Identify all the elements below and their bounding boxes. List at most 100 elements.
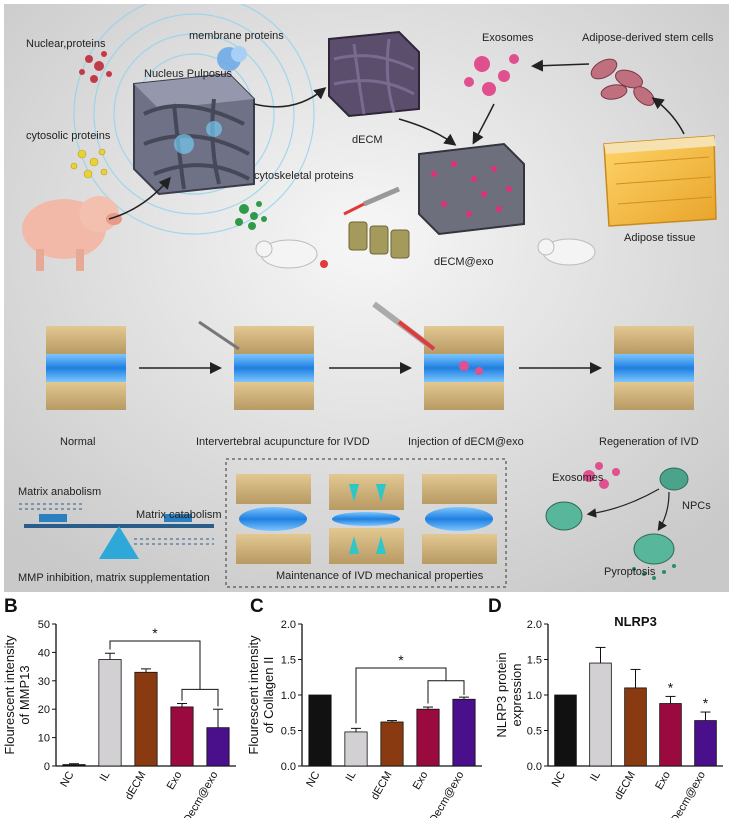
exosomes-top-cluster	[464, 54, 519, 96]
panel-a-illustration	[4, 0, 729, 592]
label-nucleus-pulposus: Nucleus Pulposus	[144, 68, 233, 80]
balance-scale	[19, 503, 214, 559]
bar-il	[589, 662, 612, 767]
label-maintenance: Maintenance of IVD mechanical properties	[276, 570, 484, 582]
significance-bracket	[109, 640, 201, 690]
bar-il	[344, 731, 368, 767]
label-adipose-tissue: Adipose tissue	[624, 232, 696, 244]
cytoskeletal-proteins-cluster	[235, 201, 267, 230]
label-mmp-inhibition: MMP inhibition, matrix supplementation	[18, 572, 210, 584]
y-tick-label: 30	[38, 676, 50, 688]
x-tick-label: Exo	[411, 770, 431, 792]
x-tick-label: Exo	[653, 770, 673, 792]
y-tick-label: 10	[38, 733, 50, 745]
npcs-arrows	[586, 488, 670, 531]
label-pyroptosis: Pyroptosis	[604, 566, 656, 578]
significance-mark: *	[668, 679, 674, 695]
y-tick-label: 1.5	[281, 655, 296, 667]
adipose-stem-cells	[590, 58, 655, 106]
y-axis-label: expression	[509, 664, 524, 727]
bar-decm	[134, 671, 158, 767]
panel-a-schematic: Nuclear,proteins membrane proteins Nucle…	[4, 0, 729, 592]
y-axis-label: of MMP13	[17, 665, 32, 724]
label-matrix-anabolism: Matrix anabolism	[18, 486, 102, 498]
chart-title: NLRP3	[614, 614, 657, 629]
label-injection: Injection of dECM@exo	[408, 436, 524, 448]
y-axis-label: of Collagen II	[261, 657, 276, 734]
significance-star: *	[152, 625, 158, 641]
y-tick-label: 0.0	[527, 761, 542, 773]
label-regeneration: Regeneration of IVD	[599, 436, 699, 448]
label-npcs: NPCs	[682, 500, 711, 512]
adipose-tissue-block	[603, 135, 717, 227]
x-tick-label: Exo	[165, 770, 185, 792]
significance-star: *	[398, 652, 404, 668]
y-tick-label: 50	[38, 619, 50, 631]
bar-decm	[624, 687, 647, 767]
bar-nc	[554, 694, 577, 767]
x-tick-label: IL	[98, 770, 113, 784]
x-tick-label: Decm@exo	[181, 770, 220, 818]
bar-exo	[170, 706, 194, 767]
panel-d-letter: D	[488, 596, 502, 617]
label-adipose-stem-cells: Adipose-derived stem cells	[582, 32, 714, 44]
decm-exo-cube	[418, 142, 525, 236]
mouse-left	[255, 239, 328, 269]
y-tick-label: 1.0	[281, 690, 296, 702]
label-decm: dECM	[352, 134, 383, 146]
x-tick-label: IL	[588, 770, 603, 784]
significance-mark: *	[703, 695, 709, 711]
decm-cube	[328, 30, 420, 118]
tail-vertebrae	[348, 221, 410, 259]
bar-nc	[308, 694, 332, 767]
significance-bracket-group	[181, 688, 219, 707]
label-cytosolic-proteins: cytosolic proteins	[26, 130, 111, 142]
y-tick-label: 0.5	[527, 726, 542, 738]
y-axis-label: Flourescent intensity	[2, 635, 17, 755]
bar-decm	[380, 721, 404, 767]
x-tick-label: NC	[58, 769, 76, 789]
y-axis-label: Flourescent intensity	[246, 635, 261, 755]
label-decm-exo: dECM@exo	[434, 256, 494, 268]
bar-exo	[659, 703, 682, 767]
label-membrane-proteins: membrane proteins	[189, 30, 284, 42]
bar-nc	[62, 764, 86, 767]
needle-acupuncture	[198, 320, 240, 351]
panel-b-letter: B	[4, 596, 18, 617]
label-normal: Normal	[60, 436, 96, 448]
syringe-injection	[372, 301, 436, 352]
x-tick-label: Decm@exo	[427, 770, 466, 818]
x-tick-label: dECM	[369, 770, 395, 802]
membrane-proteins-cluster	[217, 46, 247, 71]
maintenance-box	[225, 458, 507, 588]
bar-decm-exo	[206, 727, 230, 767]
x-tick-label: dECM	[123, 770, 149, 802]
bar-il	[98, 659, 122, 767]
significance-bracket	[355, 667, 447, 724]
bar-decm-exo	[694, 720, 717, 767]
label-acupuncture: Intervertebral acupuncture for IVDD	[196, 436, 370, 448]
label-exosomes-bottom: Exosomes	[552, 472, 604, 484]
bar-decm-exo	[452, 698, 476, 767]
label-nuclear-proteins: Nuclear,proteins	[26, 38, 106, 50]
y-tick-label: 0.5	[281, 726, 296, 738]
panel-c-letter: C	[250, 596, 264, 617]
y-tick-label: 2.0	[281, 619, 296, 631]
spine-segments-row	[46, 326, 694, 410]
y-tick-label: 2.0	[527, 619, 542, 631]
cytosolic-proteins-cluster	[70, 148, 108, 179]
y-tick-label: 1.0	[527, 690, 542, 702]
pig-illustration	[22, 196, 122, 271]
label-cytoskeletal-proteins: cytoskeletal proteins	[254, 170, 354, 182]
y-tick-label: 1.5	[527, 655, 542, 667]
y-tick-label: 0	[44, 761, 50, 773]
y-axis-label: NLRP3 protein	[494, 652, 509, 737]
x-tick-label: Decm@exo	[669, 770, 708, 818]
x-tick-label: dECM	[612, 770, 638, 802]
x-tick-label: NC	[304, 769, 322, 789]
nucleus-pulposus-cube	[133, 72, 255, 196]
x-tick-label: IL	[344, 770, 359, 784]
